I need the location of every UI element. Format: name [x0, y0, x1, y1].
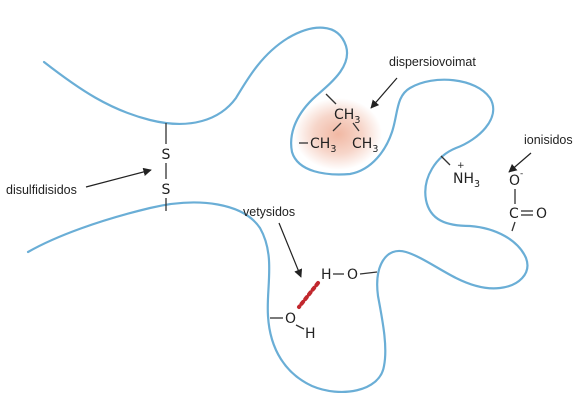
hydroxyl-oxygen-top: O — [347, 267, 358, 283]
methyl-bond-3 — [352, 122, 360, 132]
methyl-bond-1 — [325, 93, 337, 105]
carboxylate-oxygen-minus: O — [509, 173, 520, 189]
carboxylate-charge: - — [520, 169, 523, 179]
sulfur-atom-bottom: S — [162, 182, 171, 198]
ammonium-group: NH3 — [453, 171, 480, 190]
carboxylate-chain-bond — [511, 221, 516, 232]
disulfide-label: disulfidisidos — [6, 183, 77, 197]
hydrogen-bond-dots — [297, 281, 320, 309]
methyl-bond-2 — [332, 122, 342, 132]
hydroxyl-oxygen-bottom: O — [285, 311, 296, 327]
hydroxyl-hydrogen-bottom: H — [305, 326, 316, 342]
sulfur-atom-top: S — [162, 147, 171, 163]
methyl-group-2: CH3 — [310, 136, 336, 155]
disulfide-arrow — [85, 167, 152, 188]
dispersion-label: dispersiovoimat — [389, 55, 476, 69]
carboxylate-carbon: C — [509, 206, 519, 222]
hydrogen-bond-label: vetysidos — [243, 205, 295, 219]
methyl-group-3: CH3 — [352, 136, 378, 155]
hydrophobic-glow — [294, 98, 382, 170]
hydroxyl-hydrogen-top: H — [321, 267, 332, 283]
ionic-label: ionisidos — [524, 133, 573, 147]
carboxylate-oxygen-double: O — [536, 206, 547, 222]
hydrogen-bond-arrow — [278, 222, 303, 278]
ionic-arrow — [508, 152, 532, 173]
ammonium-charge: + — [457, 161, 465, 171]
ammonium-bond — [440, 155, 451, 166]
hydroxyl-bond-top-2 — [359, 271, 378, 275]
dispersion-arrow — [370, 77, 398, 109]
hydroxyl-bond-bottom-2 — [295, 324, 305, 330]
upper-protein-chain — [26, 26, 529, 393]
methyl-group-1: CH3 — [334, 107, 360, 126]
